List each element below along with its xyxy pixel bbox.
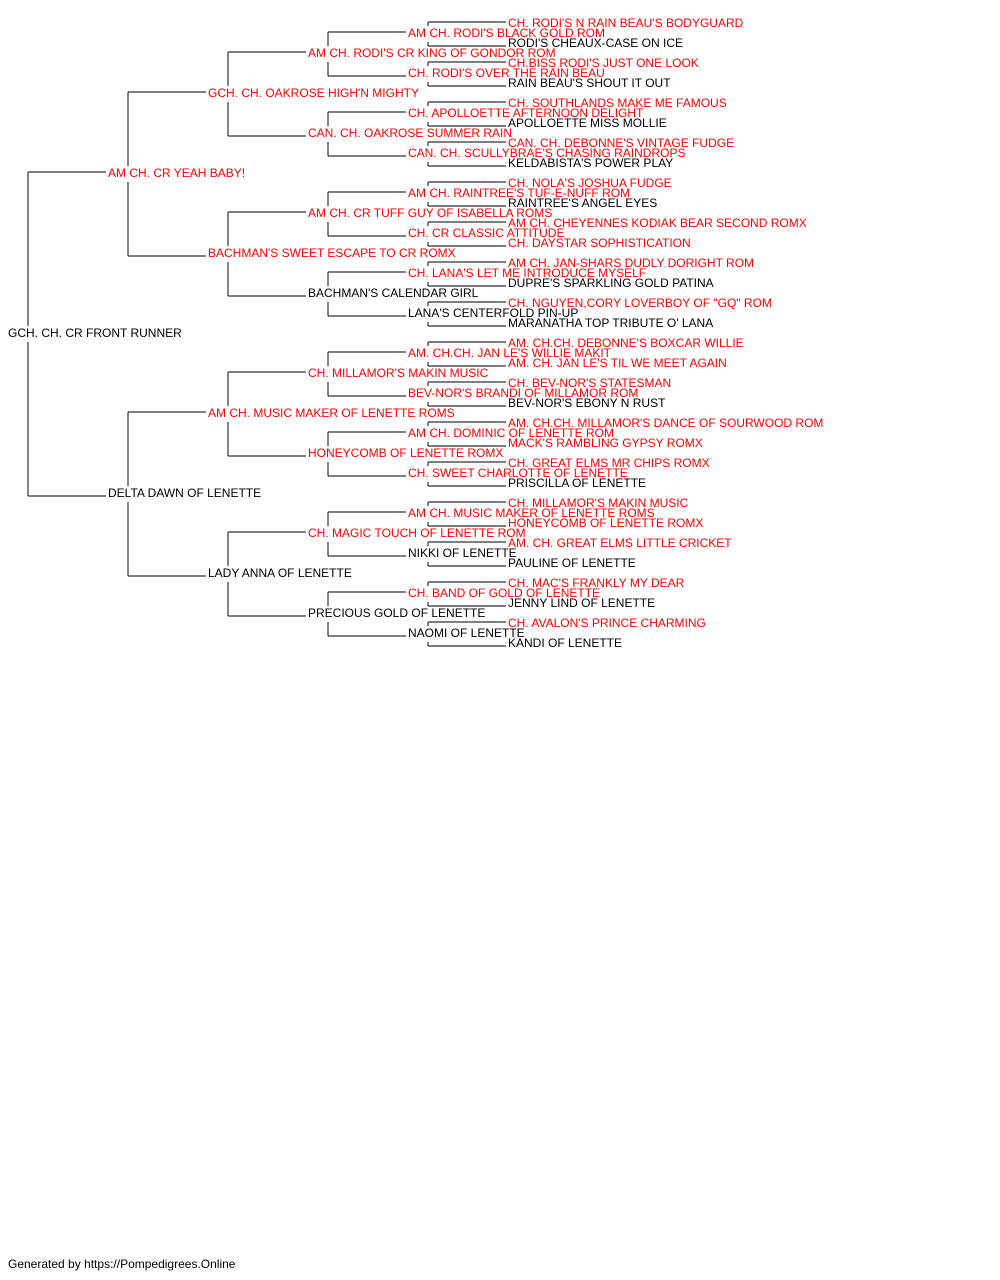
dog-name-gen4-7: LANA'S CENTERFOLD PIN-UP (408, 306, 578, 320)
dog-name-gen1-1: DELTA DAWN OF LENETTE (108, 486, 261, 500)
dog-name-gen2-3: LADY ANNA OF LENETTE (208, 566, 352, 580)
dog-name-gen3-1: CAN. CH. OAKROSE SUMMER RAIN (308, 126, 512, 140)
dog-name-gen5-28: CH. MAC'S FRANKLY MY DEAR (508, 576, 685, 590)
dog-name-gen4-6: CH. LANA'S LET ME INTRODUCE MYSELF (408, 266, 646, 280)
dog-name-gen4-1: CH. RODI'S OVER THE RAIN BEAU (408, 66, 605, 80)
dog-name-gen4-11: CH. SWEET CHARLOTTE OF LENETTE (408, 466, 628, 480)
dog-name-gen5-31: KANDI OF LENETTE (508, 636, 622, 650)
dog-name-gen5-5: APOLLOETTE MISS MOLLIE (508, 116, 667, 130)
dog-name-gen3-3: BACHMAN'S CALENDAR GIRL (308, 286, 479, 300)
dog-name-gen5-27: PAULINE OF LENETTE (508, 556, 636, 570)
dog-name-gen5-3: RAIN BEAU'S SHOUT IT OUT (508, 76, 671, 90)
pedigree-labels: GCH. CH. CR FRONT RUNNER AM CH. CR YEAH B… (8, 16, 823, 650)
dog-name-gen4-15: NAOMI OF LENETTE (408, 626, 525, 640)
dog-name-gen5-6: CAN. CH. DEBONNE'S VINTAGE FUDGE (508, 136, 734, 150)
dog-name-gen3-5: HONEYCOMB OF LENETTE ROMX (308, 446, 503, 460)
dog-name-gen5-2: CH.BISS RODI'S JUST ONE LOOK (508, 56, 699, 70)
dog-name-gen3-4: CH. MILLAMOR'S MAKIN MUSIC (308, 366, 489, 380)
dog-name-gen5-24: CH. MILLAMOR'S MAKIN MUSIC (508, 496, 689, 510)
dog-name-gen5-30: CH. AVALON'S PRINCE CHARMING (508, 616, 706, 630)
dog-name-gen2-0: GCH. CH. OAKROSE HIGH'N MIGHTY (208, 86, 419, 100)
dog-name-gen5-12: AM CH. JAN-SHARS DUDLY DORIGHT ROM (508, 256, 754, 270)
dog-name-gen5-4: CH. SOUTHLANDS MAKE ME FAMOUS (508, 96, 727, 110)
dog-name-gen3-6: CH. MAGIC TOUCH OF LENETTE ROM (308, 526, 526, 540)
footer-credit: Generated by https://Pompedigrees.Online (8, 1257, 236, 1271)
dog-name-gen4-4: AM CH. RAINTREE'S TUF-E-NUFF ROM (408, 186, 630, 200)
dog-name-gen4-5: CH. CR CLASSIC ATTITUDE (408, 226, 564, 240)
dog-name-gen4-3: CAN. CH. SCULLYBRAE'S CHASING RAINDROPS (408, 146, 685, 160)
dog-name-gen5-20: AM. CH.CH. MILLAMOR'S DANCE OF SOURWOOD … (508, 416, 823, 430)
dog-name-gen1-0: AM CH. CR YEAH BABY! (108, 166, 245, 180)
dog-name-gen5-14: CH. NGUYEN,CORY LOVERBOY OF "GQ" ROM (508, 296, 772, 310)
dog-name-gen4-0: AM CH. RODI'S BLACK GOLD ROM (408, 26, 605, 40)
dog-name-gen5-11: CH. DAYSTAR SOPHISTICATION (508, 236, 691, 250)
dog-name-gen5-29: JENNY LIND OF LENETTE (508, 596, 655, 610)
dog-name-gen5-23: PRISCILLA OF LENETTE (508, 476, 646, 490)
dog-name-gen5-17: AM. CH. JAN LE'S TIL WE MEET AGAIN (508, 356, 727, 370)
dog-name-gen4-2: CH. APOLLOETTE AFTERNOON DELIGHT (408, 106, 644, 120)
dog-name-gen5-16: AM. CH.CH. DEBONNE'S BOXCAR WILLIE (508, 336, 744, 350)
dog-name-gen4-14: CH. BAND OF GOLD OF LENETTE (408, 586, 600, 600)
dog-name-gen2-1: BACHMAN'S SWEET ESCAPE TO CR ROMX (208, 246, 456, 260)
dog-name-gen5-18: CH. BEV-NOR'S STATESMAN (508, 376, 671, 390)
dog-name-gen5-15: MARANATHA TOP TRIBUTE O' LANA (508, 316, 713, 330)
dog-name-gen4-10: AM CH. DOMINIC OF LENETTE ROM (408, 426, 614, 440)
dog-name-gen2-2: AM CH. MUSIC MAKER OF LENETTE ROMS (208, 406, 455, 420)
dog-name-gen5-7: KELDABISTA'S POWER PLAY (508, 156, 673, 170)
dog-name-gen5-22: CH. GREAT ELMS MR CHIPS ROMX (508, 456, 710, 470)
dog-name-gen5-26: AM. CH. GREAT ELMS LITTLE CRICKET (508, 536, 732, 550)
dog-name-gen3-2: AM CH. CR TUFF GUY OF ISABELLA ROMS (308, 206, 552, 220)
dog-name-gen4-13: NIKKI OF LENETTE (408, 546, 517, 560)
dog-name-gen5-1: RODI'S CHEAUX-CASE ON ICE (508, 36, 683, 50)
dog-name-gen3-7: PRECIOUS GOLD OF LENETTE (308, 606, 485, 620)
dog-name-gen5-9: RAINTREE'S ANGEL EYES (508, 196, 657, 210)
dog-name-gen4-9: BEV-NOR'S BRANDI OF MILLAMOR ROM (408, 386, 638, 400)
dog-name-gen5-8: CH. NOLA'S JOSHUA FUDGE (508, 176, 672, 190)
dog-name-gen4-12: AM CH. MUSIC MAKER OF LENETTE ROMS (408, 506, 655, 520)
dog-name-gen0-0: GCH. CH. CR FRONT RUNNER (8, 326, 182, 340)
pedigree-connector-lines (27, 21, 506, 647)
dog-name-gen5-10: AM CH. CHEYENNES KODIAK BEAR SECOND ROMX (508, 216, 807, 230)
dog-name-gen5-19: BEV-NOR'S EBONY N RUST (508, 396, 666, 410)
dog-name-gen5-0: CH. RODI'S N RAIN BEAU'S BODYGUARD (508, 16, 744, 30)
dog-name-gen5-13: DUPRE'S SPARKLING GOLD PATINA (508, 276, 714, 290)
dog-name-gen5-21: MACK'S RAMBLING GYPSY ROMX (508, 436, 703, 450)
dog-name-gen3-0: AM CH. RODI'S CR KING OF GONDOR ROM (308, 46, 556, 60)
dog-name-gen4-8: AM. CH.CH. JAN LE'S WILLIE MAKIT (408, 346, 612, 360)
dog-name-gen5-25: HONEYCOMB OF LENETTE ROMX (508, 516, 703, 530)
